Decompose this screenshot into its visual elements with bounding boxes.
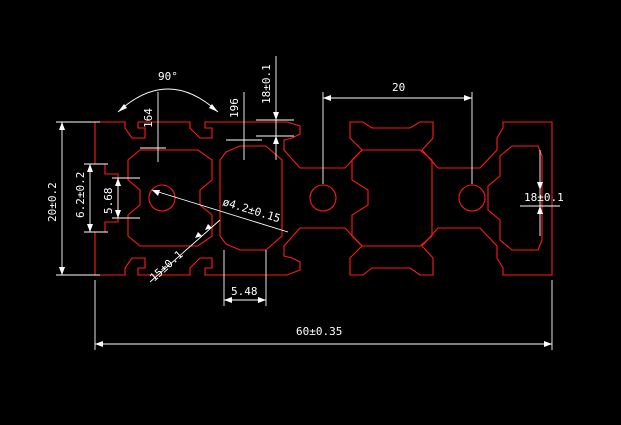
slot-inner-arrow-top bbox=[115, 178, 121, 186]
aluminum-profile-outline bbox=[94, 121, 553, 276]
angle-arrow-right bbox=[209, 104, 218, 112]
overall-length-label: 60±0.35 bbox=[296, 325, 342, 338]
height-arrow-bottom bbox=[59, 267, 65, 275]
lip-thickness-label: 18±0.1 bbox=[260, 64, 273, 104]
slot-inner-label: 5.68 bbox=[102, 188, 115, 215]
pitch-label: 20 bbox=[392, 81, 405, 94]
center-chamber bbox=[351, 149, 433, 247]
wall-leader-line bbox=[149, 219, 221, 283]
wall-arrow-b bbox=[195, 232, 202, 238]
height-label: 20±0.2 bbox=[46, 182, 59, 222]
slot-depth-b-label: 196 bbox=[228, 98, 241, 118]
hole-leader-line bbox=[151, 189, 289, 233]
angle-arrow-left bbox=[118, 104, 127, 112]
bore-hole-1 bbox=[148, 184, 176, 212]
slot-opening-label: 6.2±0.2 bbox=[74, 172, 87, 218]
web-width-label: 5.48 bbox=[231, 285, 258, 298]
wall-thickness-label: 15±0.1 bbox=[147, 248, 185, 284]
hole-leader-arrow bbox=[152, 190, 160, 196]
length-arrow-left bbox=[95, 341, 103, 347]
right-chamber bbox=[487, 145, 543, 251]
end-lip-arrow-bottom bbox=[537, 206, 543, 214]
angle-arc bbox=[117, 88, 219, 113]
slot-depth-a-label: 164 bbox=[142, 108, 155, 128]
bore-hole-3 bbox=[458, 184, 486, 212]
web-arrow-left bbox=[224, 297, 232, 303]
slot-opening-arrow-top bbox=[87, 164, 93, 172]
pitch-arrow-right bbox=[464, 95, 472, 101]
left-chamber bbox=[127, 149, 213, 247]
angle-label: 90° bbox=[158, 70, 178, 83]
lip-arrow-bottom bbox=[273, 136, 279, 144]
height-arrow-top bbox=[59, 122, 65, 130]
wall-arrow-a bbox=[205, 224, 212, 230]
web-arrow-right bbox=[258, 297, 266, 303]
end-lip-label: 18±0.1 bbox=[524, 191, 564, 204]
bore-hole-2 bbox=[309, 184, 337, 212]
pitch-arrow-left bbox=[323, 95, 331, 101]
slot-inner-arrow-bottom bbox=[115, 210, 121, 218]
slot-opening-arrow-bottom bbox=[87, 224, 93, 232]
dimensions: 90° 164 196 18±0.1 20 20±0.2 bbox=[46, 56, 564, 350]
length-arrow-right bbox=[544, 341, 552, 347]
end-lip-arrow-top bbox=[537, 182, 543, 190]
profile-outer-contour bbox=[94, 121, 553, 276]
lip-arrow-top bbox=[273, 112, 279, 120]
